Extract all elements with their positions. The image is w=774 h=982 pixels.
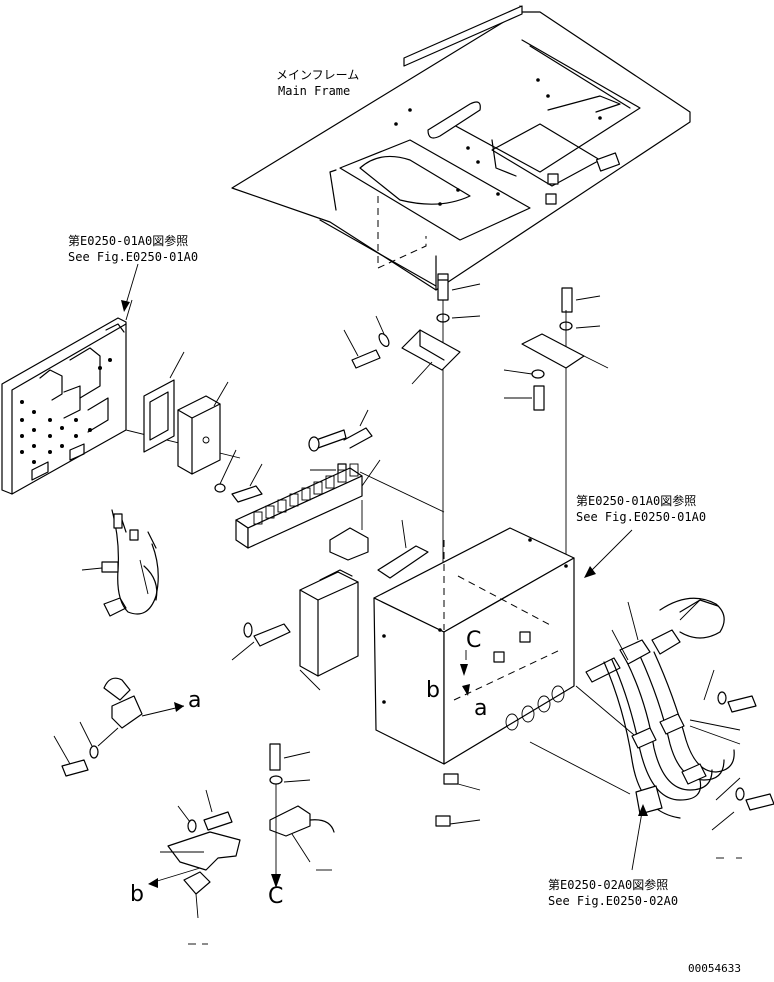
connection-letter-a: a <box>188 688 202 713</box>
connection-letter-a: a <box>474 696 488 721</box>
reference-label-en: See Fig.E0250-02A0 <box>548 894 679 908</box>
main-frame <box>231 5 691 291</box>
controller-unit <box>231 569 359 691</box>
leader-stubs <box>188 857 742 945</box>
reference-label-en: See Fig.E0250-01A0 <box>576 510 707 524</box>
controller-panel <box>1 299 241 495</box>
reference-label-en: See Fig.E0250-01A0 <box>68 250 199 264</box>
lower-bracket <box>148 789 241 919</box>
relay-with-bracket <box>53 677 185 777</box>
connection-letter-b: b <box>426 678 440 703</box>
electrical-box <box>373 527 641 827</box>
reference-label-jp: 第E0250-02A0図参照 <box>548 878 669 892</box>
reference-arrows <box>121 263 648 871</box>
relay-strip <box>235 459 445 579</box>
connection-letter-c: C <box>268 884 284 909</box>
harness-bundle <box>585 597 774 831</box>
connection-letter-c: C <box>466 628 482 653</box>
drawing-number: 00054633 <box>688 962 741 975</box>
main-frame-label-en: Main Frame <box>278 84 351 98</box>
upper-fasteners <box>308 273 609 632</box>
left-harness <box>81 509 159 617</box>
gasket-and-cover <box>143 351 263 503</box>
arrow-icon <box>638 804 648 816</box>
connection-letter-b: b <box>130 882 144 907</box>
arrow-icon <box>121 300 130 312</box>
reference-label-jp: 第E0250-01A0図参照 <box>576 494 697 508</box>
reference-label-jp: 第E0250-01A0図参照 <box>68 234 189 248</box>
arrow-icon <box>584 566 596 578</box>
main-frame-label-jp: メインフレーム <box>276 68 360 82</box>
bottom-relay <box>269 743 335 888</box>
